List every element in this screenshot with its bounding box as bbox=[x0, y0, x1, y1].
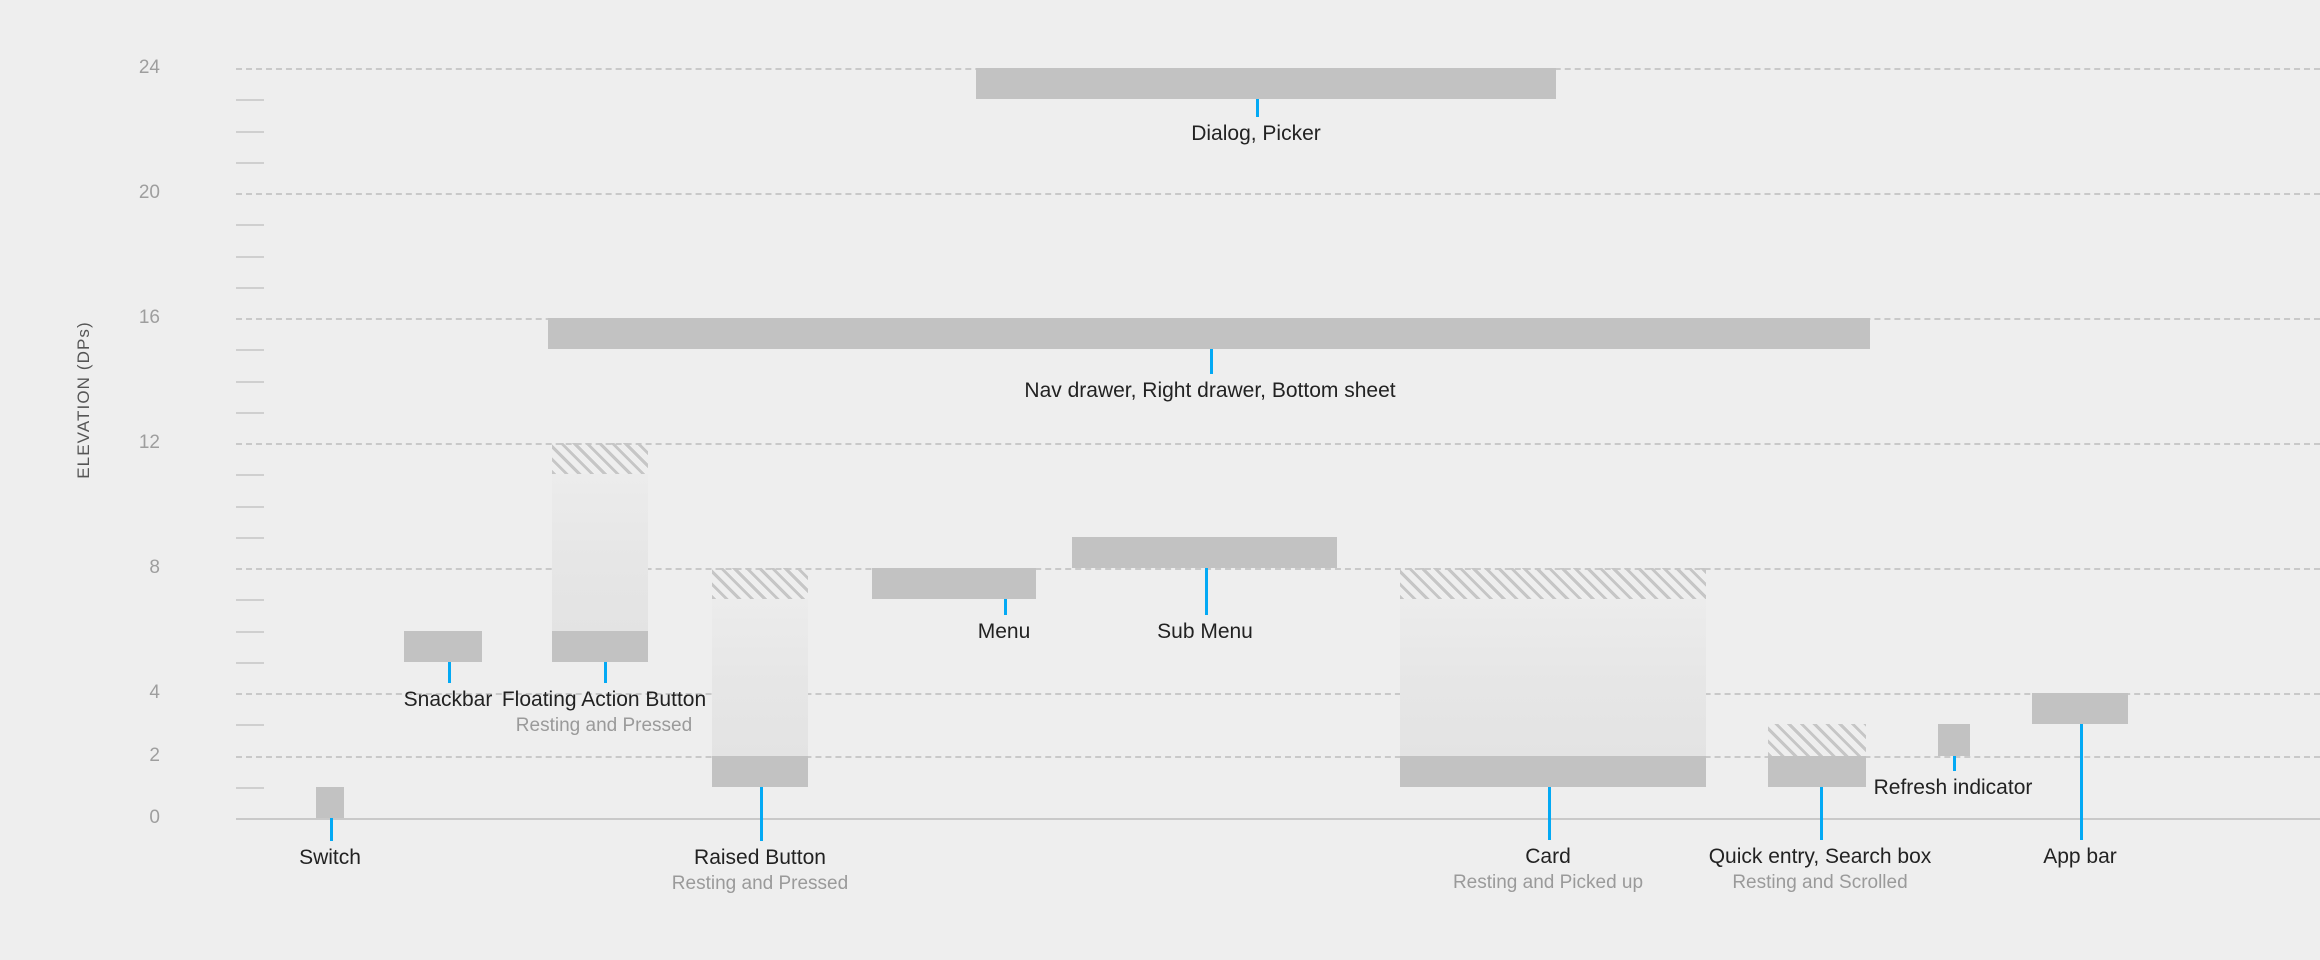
y-tick-label: 0 bbox=[149, 807, 160, 828]
callout-leader-line bbox=[1004, 599, 1007, 615]
callout-label: Switch bbox=[299, 846, 361, 869]
callout-nav-drawer-right-drawer-bottom-sheet[interactable]: Nav drawer, Right drawer, Bottom sheet bbox=[1024, 378, 1395, 404]
callout-sub-menu[interactable]: Sub Menu bbox=[1157, 619, 1253, 645]
y-gridline bbox=[236, 755, 2320, 758]
y-minor-tick bbox=[236, 161, 264, 164]
elevation-band bbox=[1400, 599, 1706, 756]
y-tick-label: 20 bbox=[138, 182, 160, 203]
y-axis-title: ELEVATION (DPs) bbox=[74, 321, 93, 479]
elevation-band bbox=[976, 68, 1556, 100]
y-minor-tick bbox=[236, 130, 264, 133]
callout-sublabel: Resting and Pressed bbox=[671, 873, 849, 894]
y-tick-label: 2 bbox=[149, 744, 160, 766]
callout-label: Quick entry, Search box bbox=[1708, 845, 1932, 868]
elevation-band bbox=[1400, 755, 1706, 787]
y-gridline bbox=[236, 193, 2320, 195]
y-gridline bbox=[236, 693, 2320, 695]
callout-leader-line bbox=[330, 818, 333, 841]
y-gridline bbox=[236, 568, 2320, 570]
callout-leader-line bbox=[2080, 724, 2083, 840]
callout-label: Card bbox=[1525, 845, 1571, 868]
y-tick-label: 16 bbox=[138, 307, 160, 328]
y-minor-tick bbox=[236, 255, 264, 258]
callout-label: Menu bbox=[977, 620, 1031, 643]
y-minor-tick bbox=[236, 474, 264, 477]
elevation-band bbox=[1400, 568, 1706, 600]
elevation-band bbox=[552, 443, 648, 475]
elevation-band bbox=[712, 568, 808, 600]
callout-label: Floating Action Button bbox=[501, 688, 707, 711]
callout-leader-line bbox=[1210, 349, 1213, 374]
y-minor-tick bbox=[236, 786, 264, 789]
y-tick-label: 4 bbox=[149, 682, 160, 703]
callout-leader-line bbox=[1953, 755, 1956, 771]
elevation-band bbox=[552, 630, 648, 662]
y-minor-tick bbox=[236, 380, 264, 383]
y-minor-tick bbox=[236, 286, 264, 289]
y-minor-tick bbox=[236, 99, 264, 102]
callout-leader-line bbox=[604, 661, 607, 683]
callout-sublabel: Resting and Picked up bbox=[1452, 872, 1644, 893]
y-minor-tick bbox=[236, 599, 264, 602]
elevation-band bbox=[1072, 536, 1337, 568]
elevation-band bbox=[1768, 755, 1866, 787]
elevation-band bbox=[712, 755, 808, 787]
y-minor-tick bbox=[236, 536, 264, 539]
callout-label: App bar bbox=[2043, 845, 2117, 868]
y-minor-tick bbox=[236, 505, 264, 508]
callout-leader-line bbox=[1548, 786, 1551, 840]
y-minor-tick bbox=[236, 661, 264, 664]
callout-refresh-indicator[interactable]: Refresh indicator bbox=[1874, 775, 2033, 801]
y-minor-tick bbox=[236, 349, 264, 352]
callout-menu[interactable]: Menu bbox=[978, 619, 1031, 645]
callout-snackbar[interactable]: Snackbar bbox=[404, 687, 493, 713]
callout-label: Nav drawer, Right drawer, Bottom sheet bbox=[1024, 379, 1396, 402]
callout-app-bar[interactable]: App bar bbox=[2043, 844, 2117, 870]
callout-leader-line bbox=[760, 786, 763, 841]
y-minor-tick bbox=[236, 724, 264, 727]
callout-sublabel: Resting and Pressed bbox=[515, 715, 693, 736]
elevation-band bbox=[712, 599, 808, 756]
elevation-band bbox=[872, 568, 1036, 600]
axis-baseline bbox=[236, 818, 2320, 820]
callout-sublabel: Resting and Scrolled bbox=[1732, 872, 1908, 893]
callout-leader-line bbox=[1205, 568, 1208, 615]
elevation-band bbox=[1768, 724, 1866, 756]
callout-label: Snackbar bbox=[403, 688, 493, 711]
elevation-band bbox=[404, 630, 482, 662]
callout-switch[interactable]: Switch bbox=[299, 845, 361, 871]
y-tick-label: 24 bbox=[138, 57, 160, 78]
y-minor-tick bbox=[236, 630, 264, 633]
elevation-band bbox=[316, 786, 344, 818]
callout-leader-line bbox=[1256, 99, 1259, 117]
callout-dialog-picker[interactable]: Dialog, Picker bbox=[1191, 121, 1321, 147]
callout-label: Raised Button bbox=[694, 846, 826, 869]
y-gridline bbox=[236, 443, 2320, 445]
callout-leader-line bbox=[448, 661, 451, 683]
elevation-band bbox=[548, 318, 1870, 350]
callout-label: Refresh indicator bbox=[1873, 776, 2033, 799]
callout-leader-line bbox=[1820, 786, 1823, 840]
y-tick-label: 12 bbox=[138, 432, 160, 453]
elevation-band bbox=[1938, 724, 1970, 756]
y-minor-tick bbox=[236, 411, 264, 414]
callout-label: Sub Menu bbox=[1157, 620, 1253, 643]
y-minor-tick bbox=[236, 224, 264, 227]
elevation-band bbox=[552, 474, 648, 631]
elevation-band bbox=[2032, 693, 2128, 725]
callout-label: Dialog, Picker bbox=[1191, 122, 1321, 145]
y-tick-label: 8 bbox=[149, 557, 160, 578]
